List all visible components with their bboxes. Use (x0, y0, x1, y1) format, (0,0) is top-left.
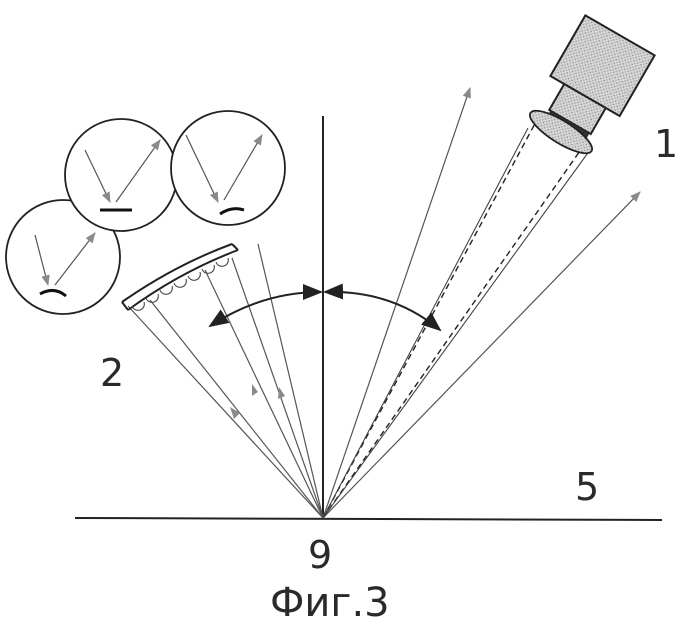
figure-caption: Фиг.3 (270, 580, 390, 626)
label-camera: 1 (654, 122, 678, 166)
angle-arc-right (325, 292, 440, 330)
camera-axis-ray-2 (323, 150, 590, 518)
optic-array (122, 244, 238, 310)
dashed-ray-1 (323, 118, 538, 518)
incident-ray-1 (128, 306, 323, 518)
incident-ray-3 (205, 270, 323, 518)
incident-arrow-3 (278, 387, 285, 399)
label-optic: 2 (100, 351, 124, 395)
angle-arc-left (210, 292, 321, 326)
inset-circle-3 (171, 111, 285, 225)
camera-device (525, 15, 654, 159)
incident-arrow-1 (230, 407, 240, 419)
label-point: 9 (308, 533, 332, 577)
camera-axis-ray-1 (323, 128, 528, 518)
surface-line (75, 518, 662, 520)
incident-arrow-2 (252, 384, 258, 396)
inset-circle-2 (65, 119, 177, 231)
dashed-ray-2 (323, 148, 582, 518)
label-surface: 5 (575, 465, 599, 509)
